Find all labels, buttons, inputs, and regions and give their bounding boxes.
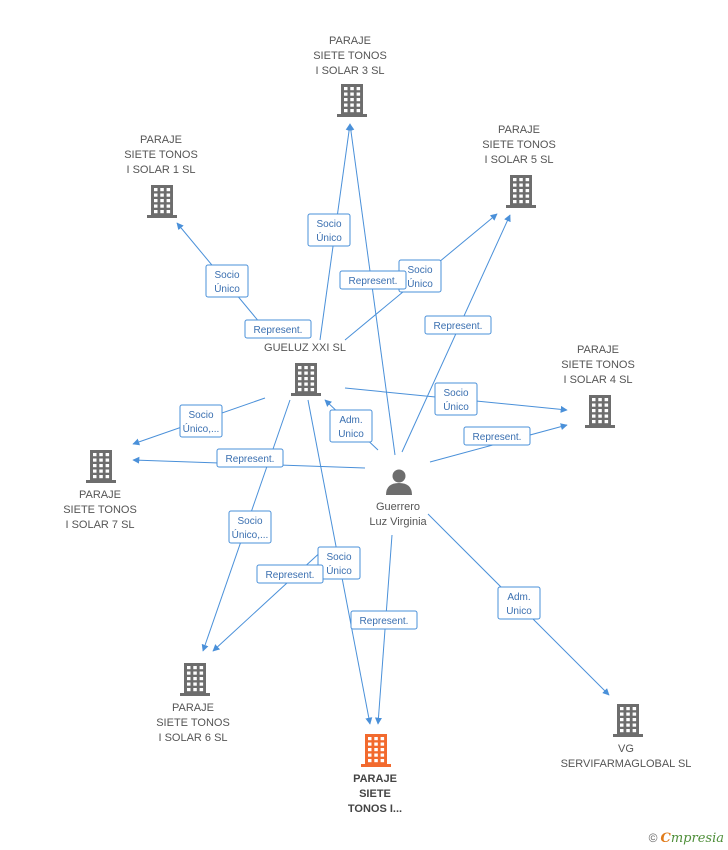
node-label: Luz Virginia [369,516,427,528]
relation-label-text: Socio [237,516,262,527]
node-label: TONOS I... [348,803,402,815]
relation-label[interactable]: Represent. [244,319,312,339]
node-label: Guerrero [376,501,420,513]
relation-label[interactable]: Represent. [216,448,284,468]
relation-label-text: Socio [188,410,213,421]
company-node[interactable]: GUELUZ XXI SL [264,342,346,396]
relation-label-text: Represent. [434,321,483,332]
company-node[interactable]: VG SERVIFARMAGLOBAL SL [561,704,692,770]
relation-label-text: Unico [506,606,532,617]
node-label: I SOLAR 1 SL [126,164,195,176]
node-label: SIETE [359,788,391,800]
relation-label[interactable]: Represent. [339,270,407,290]
node-label: VG [618,743,634,755]
company-node[interactable]: PARAJE SIETE TONOS I SOLAR 7 SL [63,450,137,531]
node-label: I SOLAR 6 SL [158,732,227,744]
relation-edge [212,547,326,652]
relation-label-text: Represent. [473,432,522,443]
company-node[interactable]: PARAJE SIETE TONOS I SOLAR 4 SL [561,344,635,428]
building-icon [585,395,615,428]
relation-label-text: Adm. [507,592,530,603]
company-node[interactable]: PARAJE SIETE TONOS I SOLAR 5 SL [482,124,556,208]
building-icon [86,450,116,483]
node-label: SIETE TONOS [124,149,198,161]
node-label: PARAJE [577,344,619,356]
relation-label[interactable]: Represent. [256,564,324,584]
company-node[interactable]: PARAJE SIETE TONOS I SOLAR 6 SL [156,663,230,744]
node-label: I SOLAR 4 SL [563,374,632,386]
edge-labels-layer: SocioÚnicoSocioÚnicoRepresent.SocioÚnico… [179,213,541,630]
relation-label-text: Unico [338,429,364,440]
relation-label[interactable]: Adm. Unico [497,586,541,620]
relation-label-text: Único [407,277,433,290]
node-label: SIETE TONOS [63,504,137,516]
relation-label[interactable]: SocioÚnico,... [179,404,223,438]
empresia-logo[interactable]: ©Cmpresia [648,831,724,846]
building-icon [291,363,321,396]
building-icon [337,84,367,117]
relation-label-text: Único [326,564,352,577]
node-label: SIETE TONOS [313,50,387,62]
relation-label-text: Único,... [232,528,269,541]
building-icon [361,734,391,767]
company-node[interactable]: PARAJE SIETE TONOS I SOLAR 1 SL [124,134,198,218]
relation-label-text: Socio [214,270,239,281]
relation-label-text: Represent. [254,325,303,336]
relation-label-text: Socio [443,388,468,399]
node-label: PARAJE [498,124,540,136]
node-label: I SOLAR 5 SL [484,154,553,166]
node-label: PARAJE [329,35,371,47]
building-icon [180,663,210,696]
nodes-layer: PARAJE SIETE TONOS I SOLAR 3 SL PARAJE SIETE… [63,35,691,815]
node-label: SIETE TONOS [156,717,230,729]
copyright-icon: © [648,831,658,845]
relation-label-text: Represent. [266,570,315,581]
building-icon [613,704,643,737]
node-label: I SOLAR 3 SL [315,65,384,77]
relation-label-text: Socio [316,219,341,230]
company-node[interactable]: PARAJE SIETE TONOS I... [348,734,402,815]
relation-label-text: Único [316,231,342,244]
relation-label-text: Socio [407,265,432,276]
company-node[interactable]: PARAJE SIETE TONOS I SOLAR 3 SL [313,35,387,117]
relation-label[interactable]: Represent. [463,426,531,446]
relation-label-text: Represent. [349,276,398,287]
node-label: I SOLAR 7 SL [65,519,134,531]
person-icon [386,469,412,495]
node-label: PARAJE [79,489,121,501]
node-label: SIETE TONOS [482,139,556,151]
building-icon [506,175,536,208]
relation-label-text: Represent. [360,616,409,627]
relation-label[interactable]: Represent. [424,315,492,335]
relation-label[interactable]: SocioÚnico,... [228,510,272,544]
building-icon [147,185,177,218]
node-label: PARAJE [140,134,182,146]
node-label: PARAJE [353,773,397,785]
relation-label-text: Único [443,400,469,413]
node-label: PARAJE [172,702,214,714]
relation-label[interactable]: Adm. Unico [329,409,373,443]
node-label: SIETE TONOS [561,359,635,371]
relation-label-text: Único,... [183,422,220,435]
node-label: SERVIFARMAGLOBAL SL [561,758,692,770]
relation-label-text: Represent. [226,454,275,465]
relation-label-text: Socio [326,552,351,563]
relation-label-text: Único [214,282,240,295]
relation-label-text: Adm. [339,415,362,426]
node-label: GUELUZ XXI SL [264,342,346,354]
relation-label[interactable]: Represent. [350,610,418,630]
